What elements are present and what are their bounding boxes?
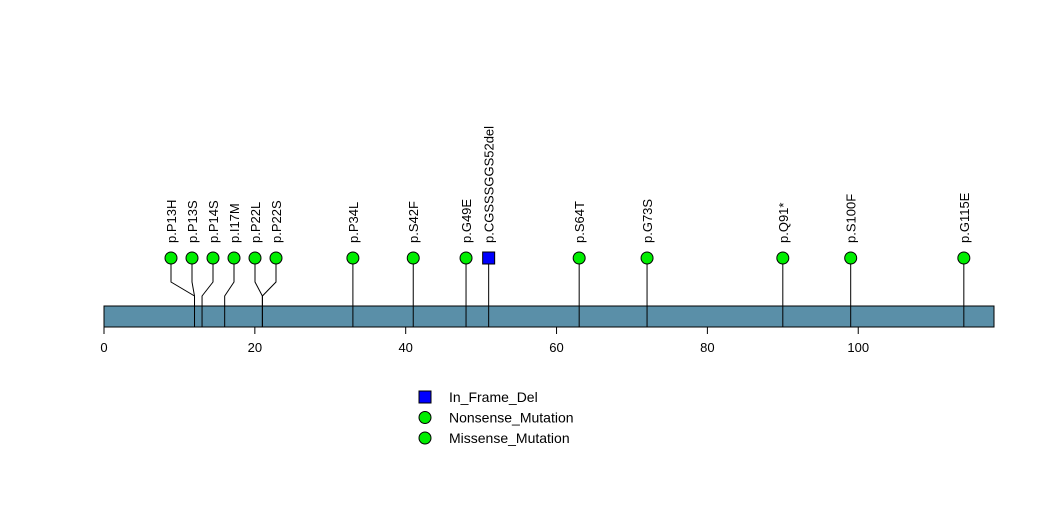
mutation-lollipop: p.S64T bbox=[572, 201, 587, 327]
mutation-marker-circle bbox=[269, 251, 283, 265]
mutation-lollipop: p.P13H bbox=[164, 200, 196, 327]
mutation-lollipop: p.P13S bbox=[185, 200, 200, 327]
mutation-marker-circle bbox=[844, 251, 858, 265]
x-tick-label: 20 bbox=[248, 340, 262, 355]
mutation-label: p.S100F bbox=[844, 194, 859, 243]
mutation-lollipop: p.S42F bbox=[406, 201, 421, 327]
mutation-label: p.G49E bbox=[459, 199, 474, 243]
mutation-lollipop: p.S100F bbox=[844, 194, 859, 327]
legend-label: Missense_Mutation bbox=[449, 430, 570, 446]
mutation-label: p.P13S bbox=[185, 200, 200, 243]
mutation-lollipop: p.Q91* bbox=[776, 203, 791, 327]
mutation-label: p.S42F bbox=[406, 201, 421, 243]
mutation-marker-circle bbox=[572, 251, 586, 265]
mutation-marker-circle bbox=[227, 251, 241, 265]
x-tick-label: 60 bbox=[549, 340, 563, 355]
legend-circle-icon bbox=[418, 431, 432, 445]
mutation-label: p.G73S bbox=[640, 199, 655, 243]
protein-domain-bar bbox=[103, 305, 995, 328]
mutation-marker-circle bbox=[957, 251, 971, 265]
lollipop-stick bbox=[224, 258, 235, 327]
legend-circle-icon bbox=[418, 411, 432, 424]
mutation-label: p.I17M bbox=[227, 203, 242, 243]
mutation-lollipop: p.G49E bbox=[459, 199, 474, 327]
mutation-label: p.P14S bbox=[206, 200, 221, 243]
mutation-lollipop: p.P34L bbox=[346, 202, 361, 327]
mutation-lollipop: p.G115E bbox=[957, 192, 972, 327]
mutation-label: p.S64T bbox=[572, 201, 587, 243]
mutation-marker-circle bbox=[164, 251, 178, 265]
mutation-label: p.P22L bbox=[248, 202, 263, 243]
legend-square-icon bbox=[418, 390, 432, 404]
mutation-label: p.Q91* bbox=[776, 203, 791, 243]
mutation-lollipop: p.CGSSSGGS52del bbox=[482, 126, 497, 327]
lollipop-stick bbox=[191, 258, 196, 327]
mutation-marker-circle bbox=[776, 251, 790, 265]
legend-label: Nonsense_Mutation bbox=[449, 410, 574, 426]
mutation-marker-circle bbox=[346, 251, 360, 265]
mutation-marker-circle bbox=[185, 251, 199, 265]
x-tick-label: 40 bbox=[398, 340, 412, 355]
lollipop-stick bbox=[201, 258, 214, 327]
mutation-label: p.G115E bbox=[957, 192, 972, 243]
x-tick-label: 100 bbox=[847, 340, 869, 355]
mutation-lollipop: p.I17M bbox=[224, 203, 242, 327]
mutation-marker-circle bbox=[206, 251, 220, 265]
mutation-lollipop: p.P14S bbox=[201, 200, 221, 327]
mutation-marker-circle bbox=[248, 251, 262, 265]
mutation-lollipop: p.G73S bbox=[640, 199, 655, 327]
legend-label: In_Frame_Del bbox=[449, 389, 538, 405]
mutation-label: p.P22S bbox=[269, 200, 284, 243]
x-tick-label: 80 bbox=[700, 340, 714, 355]
mutation-marker-square bbox=[482, 251, 496, 265]
mutation-marker-circle bbox=[406, 251, 420, 265]
mutation-marker-circle bbox=[459, 251, 473, 265]
mutation-label: p.P34L bbox=[346, 202, 361, 243]
mutation-label: p.CGSSSGGS52del bbox=[482, 126, 497, 243]
mutation-lollipop: p.P22S bbox=[261, 200, 284, 327]
mutation-marker-circle bbox=[640, 251, 654, 265]
x-tick-label: 0 bbox=[100, 340, 107, 355]
mutation-label: p.P13H bbox=[164, 200, 179, 243]
lollipop-stick bbox=[261, 258, 277, 327]
